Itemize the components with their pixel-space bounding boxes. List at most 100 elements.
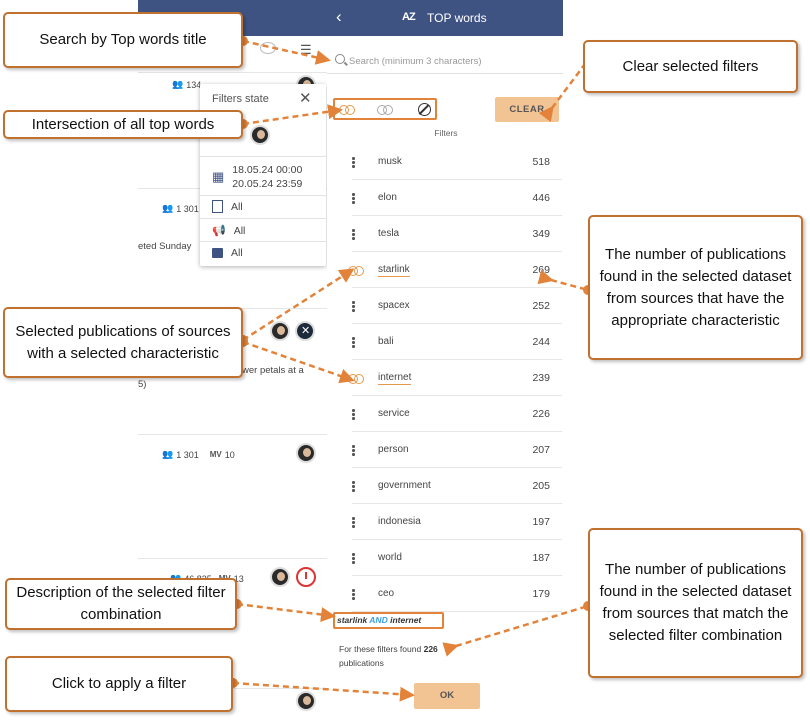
more-options-icon[interactable] — [347, 587, 361, 603]
more-options-icon[interactable] — [347, 551, 361, 567]
word-row-musk[interactable]: musk 518 — [352, 146, 562, 180]
callout-intersection: Intersection of all top words — [3, 110, 243, 139]
word-count: 349 — [532, 228, 550, 240]
channel-filter: 📢 All — [212, 224, 246, 238]
calendar-icon: ▦ — [212, 169, 225, 184]
exclude-mode-button[interactable] — [413, 103, 435, 117]
avatar[interactable] — [296, 691, 316, 711]
followers-stat: 👥134 — [172, 79, 202, 90]
word-label: spacex — [378, 300, 410, 311]
date-to: 20.05.24 23:59 — [232, 178, 303, 190]
more-options-icon[interactable] — [347, 335, 361, 351]
filter-mode-group — [333, 98, 437, 120]
more-options-icon[interactable] — [347, 155, 361, 171]
back-arrow-icon[interactable]: ‹ — [336, 7, 342, 26]
word-row-internet[interactable]: internet 239 — [348, 362, 562, 396]
ban-icon — [418, 103, 431, 116]
avatar[interactable] — [270, 567, 290, 587]
union-mode-button[interactable] — [375, 103, 397, 117]
date-from: 18.05.24 00:00 — [232, 164, 303, 176]
sort-filter-icon[interactable]: ☰ — [300, 42, 312, 57]
more-options-icon[interactable] — [347, 227, 361, 243]
clear-button[interactable]: CLEAR — [495, 97, 559, 122]
users-icon: 👥 — [162, 203, 174, 213]
callout-search: Search by Top words title — [3, 12, 243, 68]
word-row-world[interactable]: world 187 — [352, 542, 562, 576]
word-label: person — [378, 444, 409, 455]
word-label: tesla — [378, 228, 400, 239]
date-range: ▦ 18.05.24 00:00 20.05.24 23:59 — [212, 163, 324, 191]
ok-button[interactable]: OK — [414, 683, 480, 709]
page-title: TOP words — [427, 11, 487, 25]
callout-description: Description of the selected filter combi… — [5, 578, 237, 630]
more-options-icon[interactable] — [347, 443, 361, 459]
word-count: 187 — [532, 552, 550, 564]
post-text: 5) — [138, 379, 147, 390]
word-row-elon[interactable]: elon 446 — [352, 182, 562, 216]
timer-icon[interactable] — [296, 567, 316, 587]
word-label: service — [378, 408, 410, 419]
word-label: bali — [378, 336, 394, 347]
more-options-icon[interactable] — [347, 191, 361, 207]
avatar[interactable] — [270, 321, 290, 341]
megaphone-icon: 📢 — [212, 225, 226, 237]
search-input[interactable] — [349, 52, 559, 70]
x-source-icon[interactable] — [295, 321, 315, 341]
filters-state-title: Filters state — [212, 93, 269, 105]
word-count: 446 — [532, 192, 550, 204]
intersection-mode-button[interactable] — [337, 103, 359, 117]
word-label: world — [378, 552, 402, 563]
word-row-starlink[interactable]: starlink 269 — [348, 254, 562, 288]
word-row-service[interactable]: service 226 — [352, 398, 562, 432]
word-row-person[interactable]: person 207 — [352, 434, 562, 468]
word-label: starlink — [378, 264, 410, 277]
filter-combination-description: starlink AND internet — [333, 612, 444, 629]
word-label: indonesia — [378, 516, 421, 527]
more-options-icon[interactable] — [347, 515, 361, 531]
callout-count-combination: The number of publications found in the … — [588, 528, 803, 678]
search-bar — [327, 48, 563, 74]
callout-selected-publications: Selected publications of sources with a … — [3, 307, 243, 378]
more-options-icon[interactable] — [347, 479, 361, 495]
close-icon[interactable]: ✕ — [299, 90, 312, 107]
more-options-icon[interactable] — [347, 299, 361, 315]
more-options-icon[interactable] — [347, 407, 361, 423]
chat-bubble-icon[interactable] — [260, 42, 276, 54]
word-label: musk — [378, 156, 402, 167]
found-publications-text: For these filters found 226 publications — [339, 644, 438, 668]
word-count: 207 — [532, 444, 550, 456]
sort-az-icon: AZ — [402, 11, 416, 23]
word-count: 205 — [532, 480, 550, 492]
panel-header: ‹ AZ TOP words — [327, 0, 563, 36]
intersection-icon[interactable] — [348, 371, 366, 387]
callout-apply: Click to apply a filter — [5, 656, 233, 712]
filters-label: Filters — [434, 128, 458, 138]
top-words-panel: ‹ AZ TOP words CLEAR Filters musk 518 elon… — [327, 0, 563, 720]
callout-count-characteristic: The number of publications found in the … — [588, 215, 803, 360]
word-count: 226 — [532, 408, 550, 420]
word-count: 269 — [532, 264, 550, 276]
intersection-icon[interactable] — [348, 263, 366, 279]
word-row-tesla[interactable]: tesla 349 — [352, 218, 562, 252]
word-label: elon — [378, 192, 397, 203]
users-icon: 👥 — [162, 449, 174, 459]
word-row-bali[interactable]: bali 244 — [352, 326, 562, 360]
found-count: 226 — [423, 644, 438, 654]
word-count: 239 — [532, 372, 550, 384]
word-count: 244 — [532, 336, 550, 348]
avatar — [250, 125, 270, 145]
media-filter: All — [212, 247, 324, 259]
source-type-filter: All — [212, 200, 324, 213]
word-count: 518 — [532, 156, 550, 168]
word-count: 179 — [532, 588, 550, 600]
avatar[interactable] — [296, 443, 316, 463]
image-icon — [212, 248, 223, 258]
word-label: internet — [378, 372, 412, 385]
post-text: wer petals at a — [242, 365, 304, 376]
